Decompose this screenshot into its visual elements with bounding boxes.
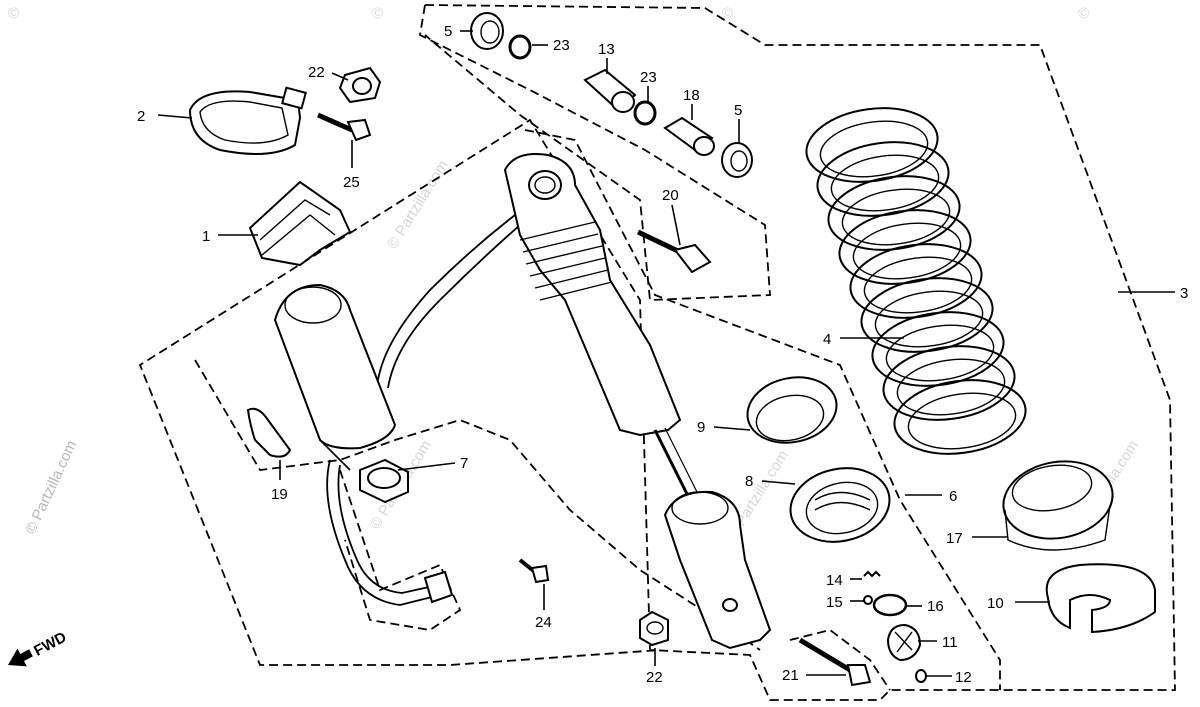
bolt-20 [636,229,712,274]
callout-numbers: 1 2 3 4 5 5 6 7 8 9 10 11 12 13 14 15 16… [137,23,1188,686]
ball-15 [863,595,873,605]
spring-coil-inner [874,290,984,348]
spring-coil [893,379,1027,455]
watermark-diagonal-4: © Partzilla.com [384,157,452,252]
shock-assembly-boundary [138,4,1176,701]
callout-6: 6 [949,488,957,505]
forward-arrow: FWD [8,629,69,667]
spring-coil [860,277,994,353]
fitting-boundary [339,469,462,631]
o-ring-top [508,34,532,60]
bolt-21 [798,637,872,687]
callout-23-second: 23 [640,69,657,86]
spring-coil [882,345,1016,421]
callout-5-second: 5 [734,102,742,119]
nut-top [338,66,382,104]
callout-13: 13 [598,41,615,58]
arrow-icon [8,648,33,667]
washer-top [470,12,504,50]
spring-coil [827,175,961,251]
shock-lower-end [663,490,772,650]
bolt-boundary [789,629,891,691]
watermark-vertical: © Partzilla.com [22,438,80,537]
clamp-band [188,86,307,155]
callout-2: 2 [137,108,145,125]
watermark-corner-4: © [1078,5,1089,22]
callout-10: 10 [987,595,1004,612]
spring-coil [816,141,950,217]
reservoir-boundary [524,129,1001,690]
adjuster-nut [789,467,891,543]
reservoir-clip [246,407,292,458]
callout-24: 24 [535,614,552,631]
screw-12 [915,669,927,683]
spring-seat [1002,460,1114,551]
hose-lower [326,459,441,606]
fwd-label: FWD [31,629,69,660]
spring-coil-inner [852,222,962,280]
callout-23-top: 23 [553,37,570,54]
callout-1: 1 [202,228,210,245]
spring-coil-inner [819,120,929,178]
spring-coil-inner [885,324,995,382]
callout-22-top: 22 [308,64,325,81]
spring-coil-inner [907,392,1017,450]
washer-second [721,142,753,178]
callout-7: 7 [460,455,468,472]
hose-boundary [194,359,761,651]
kit-boundary [419,4,771,301]
callout-9: 9 [697,419,705,436]
callout-22-lower: 22 [646,669,663,686]
collar-18 [663,116,715,156]
callout-3: 3 [1180,285,1188,302]
callout-15: 15 [826,594,843,611]
callout-20: 20 [662,187,679,204]
knob-11 [886,623,922,662]
callout-12: 12 [955,669,972,686]
shock-body [503,153,701,501]
bolt-24 [518,558,550,584]
callout-16: 16 [927,598,944,615]
callout-11: 11 [942,634,958,651]
hose-fitting [423,570,454,604]
o-ring-second [633,100,657,126]
spring-coil-inner [830,154,940,212]
bolt-upper [316,112,372,142]
adjuster-spring-14 [863,570,881,578]
watermark-corner-1: © [8,5,19,22]
callout-8: 8 [745,473,753,490]
spring-coil-inner [863,256,973,314]
spring-coil [871,311,1005,387]
reservoir-hose [377,214,521,389]
callout-14: 14 [826,572,843,589]
mount-bracket [248,180,352,267]
leader-lines [157,30,1175,677]
spring-coil [838,209,972,285]
lock-nut [746,376,838,444]
callout-5-top: 5 [444,23,452,40]
callout-21: 21 [782,667,799,684]
callout-18: 18 [683,87,700,104]
bushing-13 [583,68,637,113]
hex-fitting [359,458,409,504]
coil-spring [805,107,1027,455]
spring-stopper [1045,563,1156,634]
callout-19: 19 [271,486,288,503]
callout-25: 25 [343,174,360,191]
o-ring-16 [872,593,908,617]
spring-coil [805,107,939,183]
callout-4: 4 [823,331,831,348]
watermark-corner-3: © [722,5,733,22]
spring-coil-inner [841,188,951,246]
reservoir [273,283,397,471]
spring-coil-inner [896,358,1006,416]
spring-coil [849,243,983,319]
watermark-corner-2: © [372,5,383,22]
nut-lower [639,610,669,647]
callout-17: 17 [946,530,963,547]
